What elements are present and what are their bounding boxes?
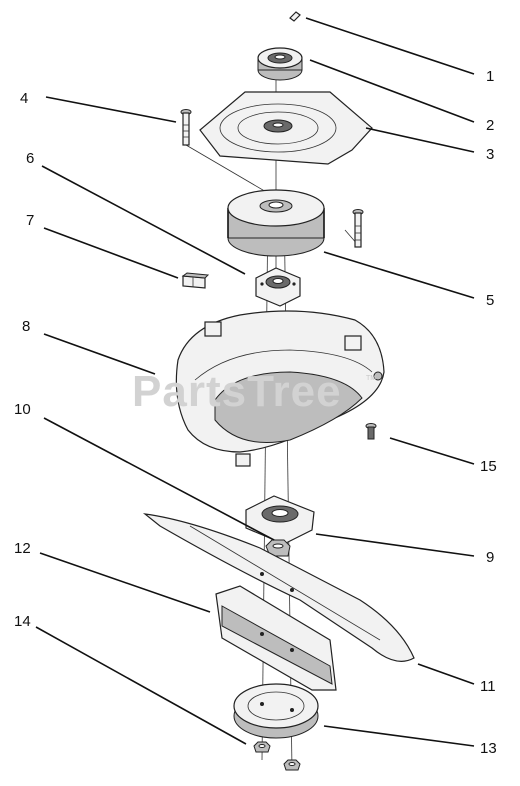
part-5-pulley — [227, 189, 325, 257]
callout-11: 11 — [480, 678, 496, 695]
callout-9: 9 — [486, 549, 494, 566]
callout-5: 5 — [486, 292, 494, 309]
part-11-blade — [142, 513, 415, 662]
part-6-spindle-housing — [255, 267, 301, 307]
part-2-bearing-cap — [257, 47, 303, 81]
watermark-text: PartsTree — [132, 367, 342, 416]
callout-8: 8 — [22, 318, 30, 335]
part-7-block — [181, 272, 210, 289]
part-8-deck-housing — [175, 310, 385, 467]
callout-14: 14 — [14, 613, 31, 630]
part-13-blade-cup — [233, 683, 319, 739]
callout-3: 3 — [486, 146, 494, 163]
part-4-bolt — [180, 109, 192, 146]
callout-7: 7 — [26, 212, 34, 229]
callout-6: 6 — [26, 150, 34, 167]
callout-15: 15 — [480, 458, 497, 475]
callout-2: 2 — [486, 117, 494, 134]
callout-4: 4 — [20, 90, 28, 107]
callout-13: 13 — [480, 740, 497, 757]
part-3-mounting-plate — [199, 91, 373, 165]
leader-lines — [35, 17, 475, 747]
part-10-nut — [265, 539, 291, 557]
callout-1: 1 — [486, 68, 494, 85]
callout-12: 12 — [14, 540, 31, 557]
part-14-bolts — [253, 741, 301, 771]
part-9-blade-adapter — [245, 495, 315, 545]
watermark-trademark: TM — [366, 375, 376, 382]
part-1-key — [289, 11, 301, 22]
part-5-bolt — [352, 209, 364, 248]
part-12-mulching-blade — [215, 585, 337, 691]
callout-10: 10 — [14, 401, 31, 418]
part-15-bolt — [365, 423, 377, 440]
